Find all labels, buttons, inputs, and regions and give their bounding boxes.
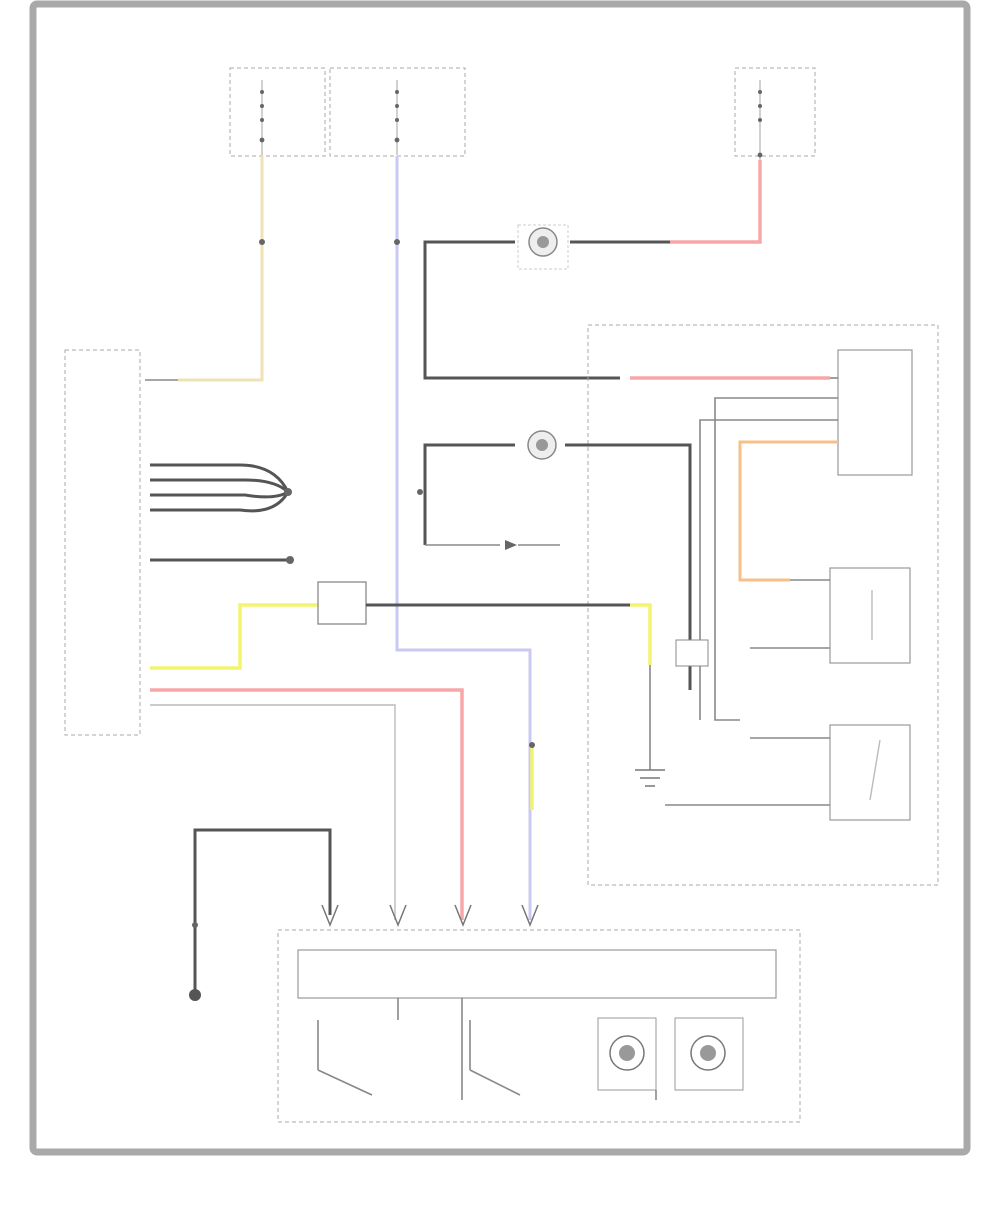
- wire-pale-yellow: [178, 156, 264, 382]
- lamp-left: [597, 1017, 657, 1091]
- ground-symbol-mid: [635, 769, 665, 787]
- driver-module-region: [277, 929, 801, 1123]
- wire-orange: [738, 440, 838, 582]
- connector-pins: [321, 904, 539, 928]
- wire-blue: [395, 156, 532, 920]
- junction-block: [675, 639, 709, 667]
- fuse-box-left: [229, 67, 326, 157]
- wire-black-ground: [193, 828, 332, 995]
- sensor-box-2: [829, 724, 911, 821]
- wire-black-upper: [423, 240, 670, 380]
- wire-bundle: [150, 463, 294, 564]
- connector-mid: [527, 430, 557, 460]
- sensor-box-1: [829, 567, 911, 664]
- connector-upper: [517, 224, 569, 270]
- wire-yellow: [150, 603, 320, 670]
- diode-mid: [505, 540, 517, 550]
- fuse-box-right: [734, 67, 816, 160]
- switch-box: [837, 349, 913, 476]
- wire-yellow-right: [630, 603, 652, 665]
- switch-left: [317, 1020, 373, 1096]
- wire-red-lower: [150, 688, 464, 920]
- left-module-region: [64, 349, 141, 736]
- lamp-right: [674, 1017, 744, 1091]
- fuse-box-center: [329, 67, 466, 157]
- resistor-box: [317, 581, 367, 625]
- switch-right: [469, 1020, 521, 1096]
- driver-module-inner: [297, 949, 777, 999]
- wire-black-mid: [423, 443, 692, 690]
- diagram-frame: [29, 0, 971, 1156]
- wire-red-top: [670, 160, 762, 244]
- ground-point: [189, 989, 201, 1001]
